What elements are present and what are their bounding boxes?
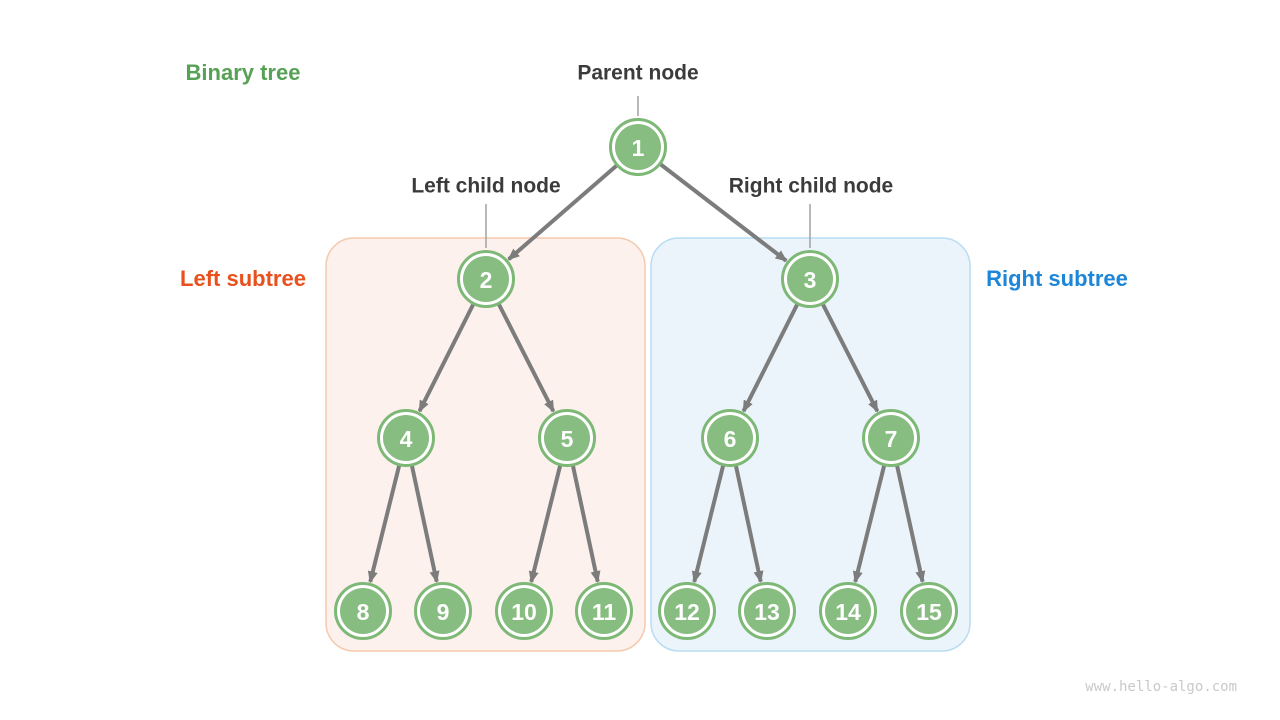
tree-node-value: 10 bbox=[511, 599, 537, 625]
tree-node-value: 11 bbox=[592, 599, 617, 625]
tree-node-8: 8 bbox=[334, 582, 392, 640]
tree-node-2: 2 bbox=[457, 250, 515, 308]
tree-node-value: 8 bbox=[357, 599, 370, 625]
tree-node-10: 10 bbox=[495, 582, 553, 640]
tree-node-1: 1 bbox=[609, 118, 667, 176]
tree-node-value: 14 bbox=[835, 599, 861, 625]
diagram-title: Binary tree bbox=[185, 60, 301, 85]
tree-node-value: 7 bbox=[885, 426, 898, 452]
tree-node-4: 4 bbox=[377, 409, 435, 467]
tree-node-3: 3 bbox=[781, 250, 839, 308]
tree-node-6: 6 bbox=[701, 409, 759, 467]
tree-node-value: 12 bbox=[674, 599, 700, 625]
tree-node-value: 15 bbox=[916, 599, 942, 625]
tree-node-value: 9 bbox=[437, 599, 450, 625]
tree-node-15: 15 bbox=[900, 582, 958, 640]
tree-node-14: 14 bbox=[819, 582, 877, 640]
tree-node-value: 3 bbox=[804, 267, 817, 293]
left-subtree-label: Left subtree bbox=[180, 266, 306, 291]
right-child-node-label: Right child node bbox=[728, 174, 894, 198]
tree-node-7: 7 bbox=[862, 409, 920, 467]
tree-node-value: 2 bbox=[480, 267, 493, 293]
tree-node-13: 13 bbox=[738, 582, 796, 640]
tree-node-11: 11 bbox=[575, 582, 633, 640]
right-subtree-label: Right subtree bbox=[986, 266, 1128, 291]
parent-node-label: Parent node bbox=[577, 61, 699, 85]
tree-node-value: 13 bbox=[754, 599, 780, 625]
tree-edge-1-3 bbox=[636, 145, 788, 263]
tree-node-12: 12 bbox=[658, 582, 716, 640]
tree-node-9: 9 bbox=[414, 582, 472, 640]
tree-node-value: 1 bbox=[632, 135, 645, 161]
left-child-node-label: Left child node bbox=[411, 174, 561, 198]
tree-node-5: 5 bbox=[538, 409, 596, 467]
watermark: www.hello-algo.com bbox=[1085, 679, 1237, 695]
tree-node-value: 5 bbox=[561, 426, 574, 452]
tree-node-value: 6 bbox=[724, 426, 737, 452]
tree-node-value: 4 bbox=[400, 426, 413, 452]
